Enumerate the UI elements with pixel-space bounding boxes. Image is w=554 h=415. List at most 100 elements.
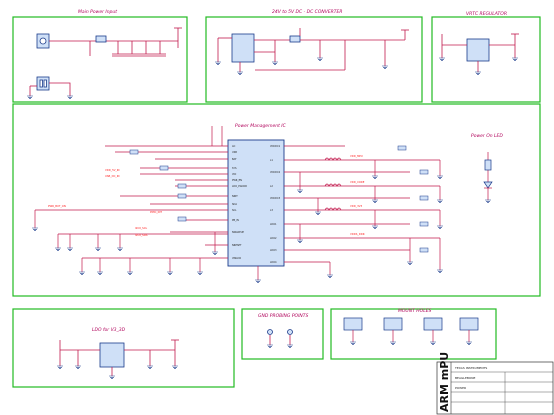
ground-symbol xyxy=(272,61,278,65)
ground-symbols xyxy=(27,57,518,379)
pmic-title: Power Management IC xyxy=(235,123,287,129)
svg-text:VDD_MPU: VDD_MPU xyxy=(350,154,363,158)
ground-symbol xyxy=(237,71,243,75)
regulator-circuit xyxy=(441,33,519,72)
ground-symbol xyxy=(466,341,472,345)
frame-ldo: LDO for V3_3D xyxy=(12,308,235,388)
ground-symbol xyxy=(97,271,103,275)
svg-text:LDO1: LDO1 xyxy=(270,223,277,226)
ground-symbol xyxy=(67,95,73,99)
power-led-circuit xyxy=(483,152,493,200)
title-block: ARM mPU TEXAS INSTRUMENTS BEAGLEBONE POW… xyxy=(436,352,554,415)
ground-symbol xyxy=(109,375,115,379)
title-block-line-1: TEXAS INSTRUMENTS xyxy=(454,366,487,370)
svg-text:L1: L1 xyxy=(270,159,273,162)
ground-symbol xyxy=(127,271,133,275)
frame-main-power-input: Main Power Input xyxy=(12,9,188,103)
svg-text:VDD_3V3: VDD_3V3 xyxy=(350,204,362,208)
svg-text:L2: L2 xyxy=(270,185,273,188)
ground-symbol xyxy=(212,251,218,255)
ldo-ic xyxy=(99,342,125,368)
ground-symbol xyxy=(267,344,273,348)
ground-symbol xyxy=(297,189,303,193)
title-block-logo: ARM mPU xyxy=(438,352,451,412)
ground-symbol xyxy=(287,344,293,348)
ground-symbol xyxy=(437,175,443,179)
svg-text:SDA: SDA xyxy=(232,203,237,206)
svg-text:VDD_CORE: VDD_CORE xyxy=(350,180,365,184)
svg-text:PWR_BUT_ON: PWR_BUT_ON xyxy=(48,204,66,208)
ground-symbol xyxy=(437,225,443,229)
main-power-input-title: Main Power Input xyxy=(78,9,117,15)
svg-text:VDCDC1: VDCDC1 xyxy=(270,145,281,148)
svg-text:PMIC_INT: PMIC_INT xyxy=(150,210,162,214)
mounting-holes-title: MOUNT HOLES xyxy=(398,308,432,314)
svg-text:NRESET: NRESET xyxy=(232,244,242,247)
ground-symbol xyxy=(79,271,85,275)
svg-text:LDO_PGOOD: LDO_PGOOD xyxy=(232,185,247,188)
svg-text:VDD_5V_IN: VDD_5V_IN xyxy=(105,168,120,172)
frame-grid-points: GND PROBING POINTS xyxy=(241,308,324,360)
ground-symbol xyxy=(485,199,491,203)
ground-symbol xyxy=(95,247,101,251)
svg-text:USB_DC_IN: USB_DC_IN xyxy=(105,174,119,178)
svg-text:USB: USB xyxy=(232,151,237,154)
ground-symbol xyxy=(437,199,443,203)
dc-converter-title: 24V to 5V DC - DC CONVERTER xyxy=(272,9,343,15)
pmic-ic xyxy=(227,139,285,267)
svg-text:NWAKEUP: NWAKEUP xyxy=(232,231,244,234)
ground-symbol xyxy=(32,227,38,231)
svg-text:VDCDC2: VDCDC2 xyxy=(270,171,281,174)
ground-symbol xyxy=(439,57,445,61)
svg-text:VDDS_DDR: VDDS_DDR xyxy=(350,232,365,236)
ground-symbol xyxy=(430,341,436,345)
ground-symbol xyxy=(147,365,153,369)
ground-symbol xyxy=(372,175,378,179)
svg-text:LDO3: LDO3 xyxy=(270,249,277,252)
ground-symbol xyxy=(67,247,73,251)
svg-text:I2C0_SCL: I2C0_SCL xyxy=(135,226,148,230)
ground-symbol xyxy=(390,341,396,345)
pmic-circuit: VDD_5V_IN USB_DC_IN PWR_BUT_ON PMIC_INT … xyxy=(34,126,493,280)
ground-symbol xyxy=(117,247,123,251)
ground-symbol xyxy=(350,341,356,345)
ground-symbol xyxy=(475,71,481,75)
svg-text:LDO2: LDO2 xyxy=(270,237,277,240)
ground-symbol xyxy=(372,199,378,203)
frame-pmic: Power Management IC Power On LED xyxy=(12,103,541,297)
title-block-line-3: POWER xyxy=(455,386,466,390)
svg-text:L3: L3 xyxy=(270,209,273,212)
ground-symbol xyxy=(327,274,333,278)
dc-converter-circuit xyxy=(217,28,409,72)
mounting-holes-circuit xyxy=(343,317,479,342)
ground-symbol xyxy=(215,61,221,65)
grid-points-title: GND PROBING POINTS xyxy=(258,313,309,319)
inductor-part xyxy=(289,35,301,43)
inductor-l3 xyxy=(324,207,342,211)
power-led-title: Power On LED xyxy=(471,133,503,139)
converter-ic xyxy=(231,33,255,63)
inductor-l2 xyxy=(324,183,342,187)
ground-symbol xyxy=(55,247,61,251)
inductor-l1 xyxy=(324,157,342,161)
ground-symbol xyxy=(437,269,443,273)
fuse-part xyxy=(95,35,107,43)
svg-text:BAT: BAT xyxy=(232,158,237,161)
svg-text:VDCDC3: VDCDC3 xyxy=(270,197,281,200)
ground-symbol xyxy=(255,279,261,283)
power-header xyxy=(36,76,50,91)
ground-symbol xyxy=(172,365,178,369)
ldo-title: LDO for V3_3D xyxy=(92,327,126,333)
frame-regulator: VRTC REGULATOR xyxy=(431,11,541,103)
svg-text:LDO4: LDO4 xyxy=(270,261,277,264)
ground-symbol xyxy=(27,95,33,99)
svg-text:NINT: NINT xyxy=(232,195,238,198)
svg-text:VINLDO: VINLDO xyxy=(232,257,241,260)
svg-text:SYS: SYS xyxy=(232,167,237,170)
ground-symbol xyxy=(407,261,413,265)
main-power-input-circuit xyxy=(29,27,182,96)
svg-text:AC: AC xyxy=(232,145,236,148)
svg-text:VIO: VIO xyxy=(232,173,236,176)
frame-mounting-holes: MOUNT HOLES xyxy=(330,308,497,360)
